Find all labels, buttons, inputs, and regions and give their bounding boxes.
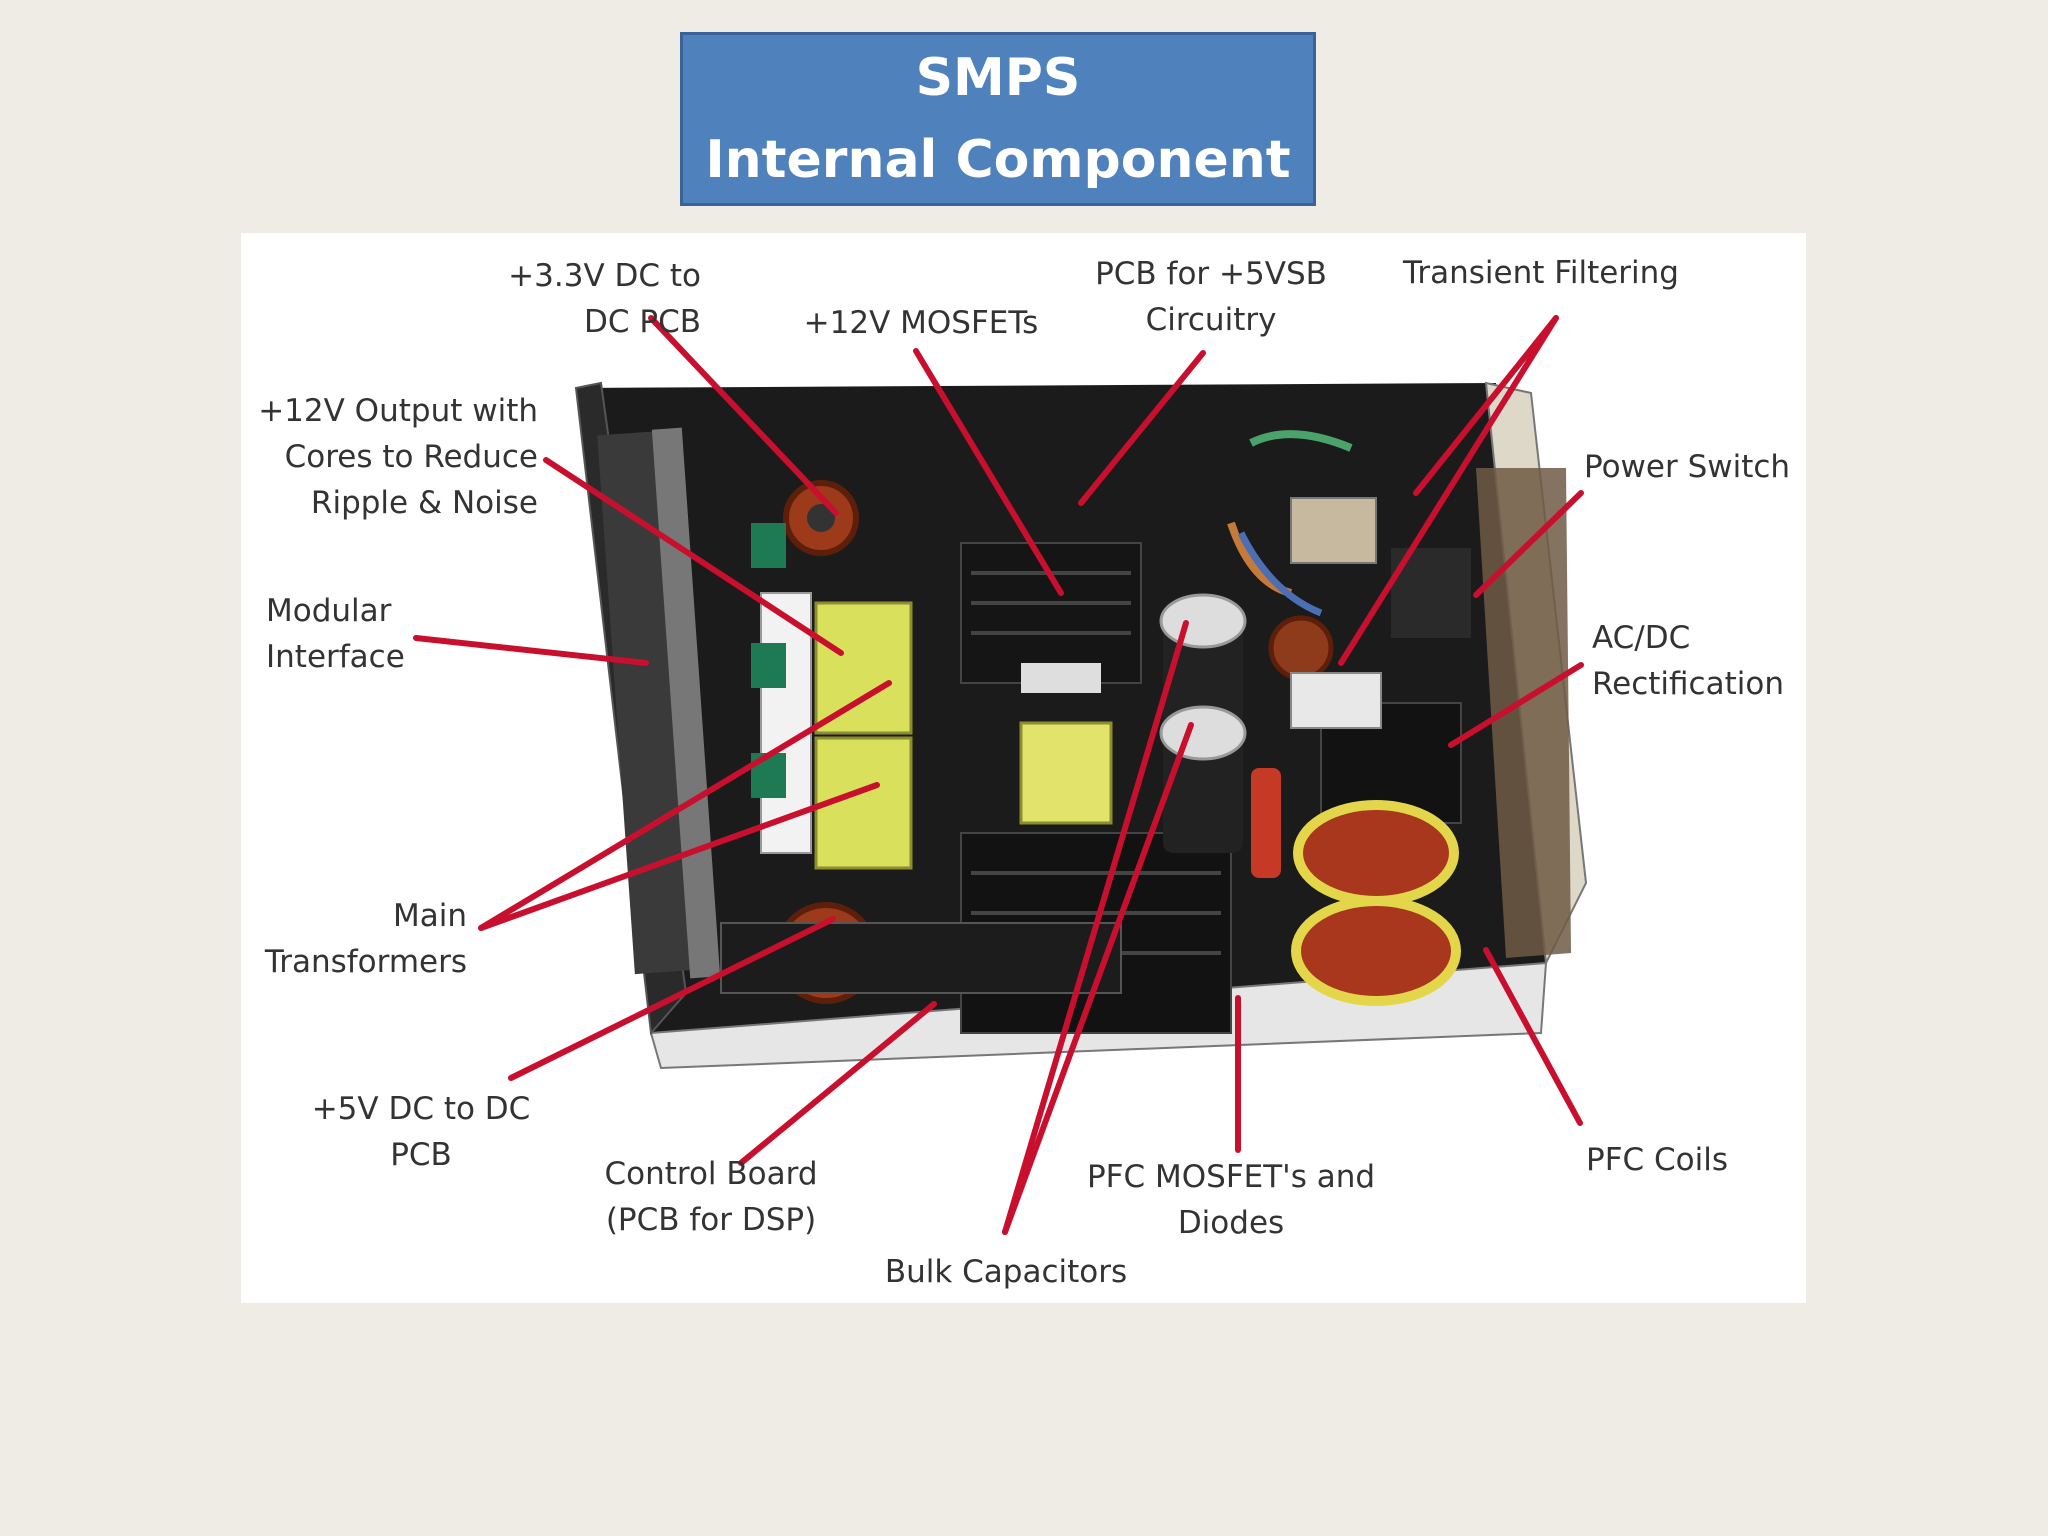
pointer-transient-1 <box>1413 315 1559 496</box>
pointer-ac-dc <box>1448 662 1584 748</box>
title-line-1: SMPS <box>915 48 1081 108</box>
pointer-bulk-caps-2 <box>1002 722 1194 1235</box>
bulk-capacitor-shapes <box>1159 593 1247 853</box>
title-line-2: Internal Component <box>705 130 1291 190</box>
pointer-main-transformers-1 <box>478 680 892 931</box>
pointer-dc33-pcb <box>648 315 839 516</box>
pointer-transient-2 <box>1338 315 1559 666</box>
pointer-control-board <box>738 1001 937 1166</box>
pointer-modular-interface <box>413 635 649 666</box>
pointer-main-transformers-2 <box>478 782 880 931</box>
pointer-pcb-5vsb <box>1078 350 1206 506</box>
slide-title: SMPS Internal Component <box>680 32 1316 206</box>
pointer-pfc-coils <box>1483 947 1583 1126</box>
pointer-power-switch <box>1473 490 1584 598</box>
label-transient-filtering: Transient Filtering <box>1403 255 1679 291</box>
pointer-lines <box>413 315 1584 1235</box>
modular-connector-strip <box>597 427 721 979</box>
pointer-bulk-caps-1 <box>1002 620 1189 1235</box>
transformers <box>760 592 1113 870</box>
label-bulk-capacitors: Bulk Capacitors <box>884 1254 1128 1290</box>
label-control-board: Control Board(PCB for DSP) <box>604 1156 818 1238</box>
pointer-output-12v <box>543 457 844 656</box>
label-mosfets-12v: +12V MOSFETs <box>803 305 1039 341</box>
pointer-dc5-pcb <box>508 916 836 1081</box>
smps-board-illustration <box>413 315 1588 1235</box>
label-pfc-coils: PFC Coils <box>1586 1142 1729 1178</box>
pointer-mosfets-12v <box>913 348 1064 596</box>
label-power-switch: Power Switch <box>1584 449 1791 485</box>
